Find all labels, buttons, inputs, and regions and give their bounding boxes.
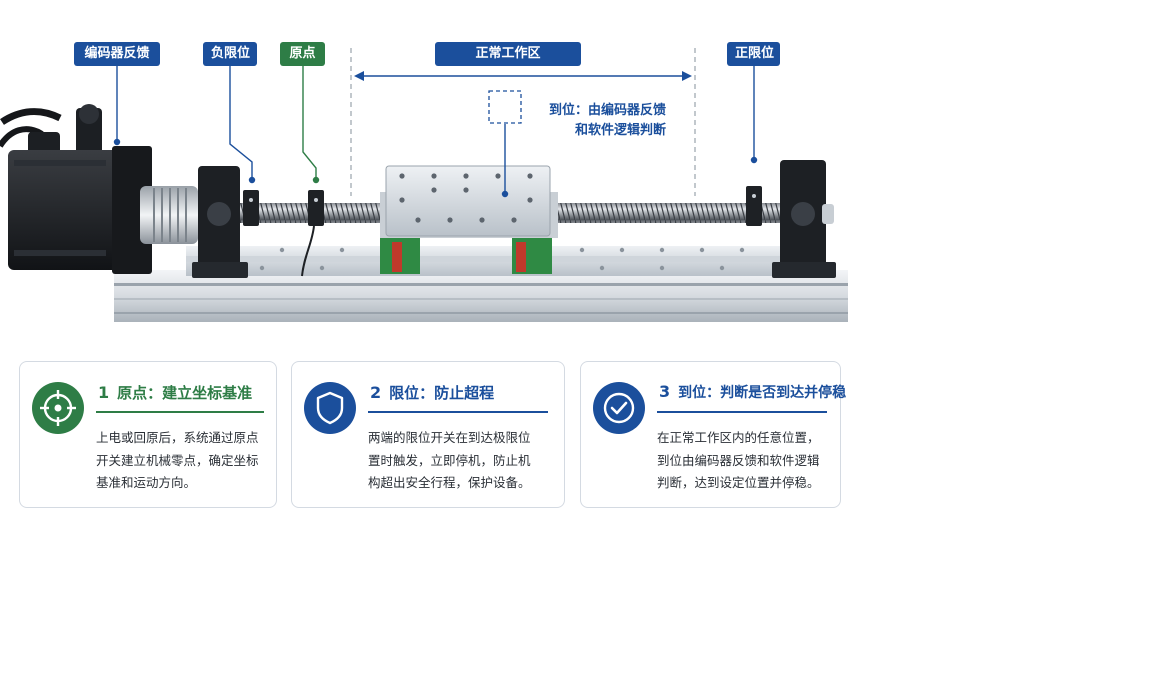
in-position-card: 3 到位：判断是否到达并停稳 在正常工作区内的任意位置， 到位由编码器反馈和软件逻… — [580, 361, 846, 508]
limit-card-line: 置时触发，立即停机，防止机 — [368, 452, 531, 468]
slide-table — [380, 165, 558, 238]
origin-card-rule — [96, 411, 264, 413]
encoder-feedback-label: 编码器反馈 — [74, 42, 160, 66]
origin-label: 原点 — [280, 42, 325, 66]
work-zone-label: 正常工作区 — [435, 42, 581, 66]
in-position-card-number: 3 — [659, 382, 671, 401]
pos-limit-sensor — [746, 186, 762, 226]
work-zone-markers — [350, 48, 696, 196]
guide-carriages — [380, 236, 552, 274]
in-position-card-body: 在正常工作区内的任意位置， 到位由编码器反馈和软件逻辑 判断，达到设定位置并停稳… — [657, 427, 820, 495]
origin-card-title: 1 原点：建立坐标基准 — [98, 382, 252, 403]
target-position-box — [488, 90, 522, 124]
pos-limit-label: 正限位 — [727, 42, 780, 66]
limit-card-title: 2 限位：防止超程 — [370, 382, 494, 403]
check-circle-icon — [593, 382, 645, 434]
origin-card-line: 开关建立机械零点，确定坐标 — [96, 452, 259, 468]
linear-module-illustration: 编码器反馈 负限位 原点 正常工作区 正限位 到位：由编码器反馈 和软件逻辑判断 — [0, 0, 860, 340]
origin-card-title-text: 原点：建立坐标基准 — [117, 384, 253, 402]
in-position-card-title: 3 到位：判断是否到达并停稳 — [659, 382, 846, 402]
limit-card-number: 2 — [370, 383, 382, 402]
in-position-annotation-line1: 到位：由编码器反馈 — [548, 103, 666, 118]
origin-card-line: 上电或回原后，系统通过原点 — [96, 430, 259, 445]
left-bearing-block — [192, 166, 248, 278]
aluminium-base — [114, 246, 848, 322]
limit-card: 2 限位：防止超程 两端的限位开关在到达极限位 置时触发，立即停机，防止机 构超出… — [291, 361, 565, 508]
crosshair-icon — [32, 382, 84, 434]
origin-card-body: 上电或回原后，系统通过原点 开关建立机械零点，确定坐标 基准和运动方向。 — [96, 427, 259, 495]
in-position-annotation-line2: 和软件逻辑判断 — [574, 123, 666, 138]
right-bearing-block — [772, 160, 836, 278]
origin-card-number: 1 — [98, 383, 110, 402]
limit-card-title-text: 限位：防止超程 — [389, 384, 495, 402]
neg-limit-sensor — [243, 190, 259, 226]
neg-limit-label: 负限位 — [203, 42, 257, 66]
limit-card-line: 两端的限位开关在到达极限位 — [368, 430, 531, 445]
shield-icon — [304, 382, 356, 434]
limit-card-rule — [368, 411, 548, 413]
in-position-card-line: 在正常工作区内的任意位置， — [657, 430, 820, 445]
origin-sensor — [301, 190, 324, 277]
limit-card-body: 两端的限位开关在到达极限位 置时触发，立即停机，防止机 构超出安全行程，保护设备… — [368, 427, 531, 495]
leader-lines — [113, 66, 758, 198]
origin-card: 1 原点：建立坐标基准 上电或回原后，系统通过原点 开关建立机械零点，确定坐标 基… — [19, 361, 277, 508]
servo-motor — [0, 104, 152, 274]
origin-card-line: 基准和运动方向。 — [96, 475, 197, 490]
in-position-card-line: 判断，达到设定位置并停稳。 — [657, 475, 820, 490]
in-position-card-line: 到位由编码器反馈和软件逻辑 — [657, 452, 820, 468]
shaft-coupler — [140, 186, 198, 244]
limit-card-line: 构超出安全行程，保护设备。 — [368, 475, 531, 490]
in-position-annotation: 到位：由编码器反馈 和软件逻辑判断 — [530, 101, 666, 141]
in-position-card-rule — [657, 411, 827, 413]
in-position-card-title-text: 到位：判断是否到达并停稳 — [678, 385, 847, 401]
linear-stage-drawing — [0, 48, 848, 322]
